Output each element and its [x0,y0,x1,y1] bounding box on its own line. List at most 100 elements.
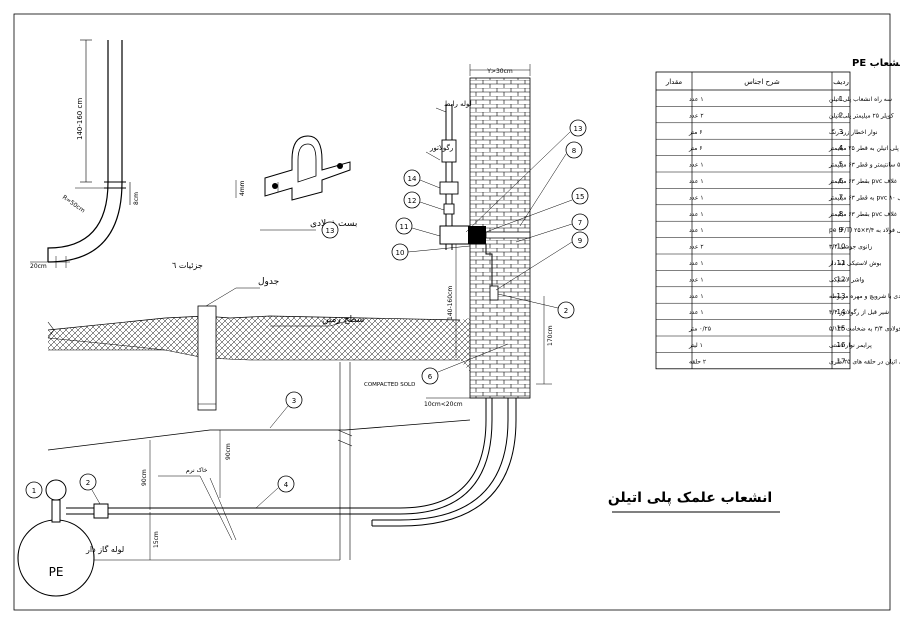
table-row: 17نوار نرم دستی پلی اتیلن در حلقه های ۲۵… [689,357,900,365]
callout-7: 7 [578,219,582,227]
row-number: 9 [839,226,843,234]
callout-10: 10 [396,249,405,257]
row-description: زانوی جوشی ۳/۴ [829,244,872,251]
row-quantity: ۱ عدد [689,162,704,169]
row-number: 11 [837,259,846,267]
row-description: کوپلر ۲۵ میلیمتر پلی اتیلن [829,112,894,119]
dim-140-160-detail: 140-160 cm [76,98,84,140]
regulator-label: رگولاتور [429,143,453,152]
steel-bracket: 4mm بست فولادی 13 [235,135,357,239]
table-row: 7زانوئی pvc ۸۰ به قطر ۶۳ میلیمتر ۱ عدد [689,193,900,201]
callout-14: 14 [408,175,417,183]
row-quantity: ۱ عدد [689,227,704,234]
row-quantity: ۱ عدد [689,293,704,300]
dim-15: 15cm [153,531,160,548]
table-row: 1سه راه انشعاب پلی اتیلن ۱ عدد [689,95,892,103]
row-description: پرایمر نوار دستی [829,342,872,349]
row-description: واشر لاستیکی [829,276,864,283]
row-quantity: ۲ حلقه [689,358,706,365]
row-quantity: ۰/۲۵ متر [688,326,711,333]
row-number: 7 [839,193,843,201]
dim-90b: 90cm [225,443,232,460]
table-row: 5غلاف pvc با خم ۵۰ سانتیمتر و قطر ۶۳ میل… [689,161,900,169]
row-quantity: ۲ عدد [689,112,704,119]
table-border [655,71,851,370]
drawing-frame [13,13,891,611]
table-title: فهرست مصالح انشعاب PE [852,58,900,69]
dim-y30: Y>30cm [486,68,513,75]
table-body: مقدار شرح اجناس ردیف 1سه راه انشعاب پلی اتی… [655,71,900,370]
row-quantity: ۶ متر [688,129,702,136]
row-quantity: ۶ متر [688,145,702,152]
row-description: زانوئی pvc ۸۰ به قطر ۶۳ میلیمتر [828,194,900,201]
row-quantity: ۱ عدد [689,178,704,185]
gas-pipe-label: لوله گاز دار [85,544,124,554]
row-description: لوله پلی اتیلن به قطر ۲۵ میلیمتر [828,145,900,152]
row-number: 17 [837,357,846,365]
header-desc: شرح اجناس [744,78,780,86]
row-quantity: ۱ عدد [689,96,704,103]
row-number: 13 [837,292,846,300]
dim-170: 170cm [547,325,554,346]
gas-main: لوله گاز دار PE 1 [17,479,124,597]
dim-8cm: 8cm [133,192,140,205]
row-description: شیر قبل از رگولاتور ۳/۴ [829,308,889,316]
dim-10-20: 10cm<20cm [424,401,463,408]
dim-90a: 90cm [141,469,148,486]
row-number: 1 [839,95,843,103]
callout-2-wall: 2 [564,307,568,315]
row-quantity: ۱ لیتر [688,342,703,349]
ground-section: جدول سطح زمین COMPACTED SOLD 3 خاک نرم 9… [47,277,471,561]
radius-label: R=50cm [61,194,86,215]
row-quantity: ۱ عدد [689,260,704,267]
dim-20cm: 20cm [30,263,47,270]
callout-6: 6 [428,373,433,381]
row-description: بست لوله ۳/۴ فولادی با شرویچ و مهره مربو… [829,293,900,300]
callout-1: 1 [32,487,36,495]
callout-11: 11 [400,223,409,231]
row-description: لوله فولادی ۳/۴ به ضخامت ۵/۱۳۳ [829,326,900,333]
table-row: 9اتصال فولاد به pe (F/T) ۲۵×۳/۴ ۱ عدد [689,226,900,234]
main-title-group: انشعاب علمک پلی اتیلن [608,490,780,513]
row-quantity: ۱ عدد [689,211,704,218]
pe-pipe: 2 4 [66,252,517,527]
row-number: 15 [837,325,846,333]
header-row: ردیف [833,78,849,86]
row-number: 14 [837,308,846,316]
bracket-dim: 4mm [239,180,246,196]
row-quantity: ۱ عدد [689,194,704,201]
callout-15: 15 [576,193,585,201]
riser-callouts: 13 8 15 7 9 2 14 12 11 10 6 [391,119,589,385]
header-qty: مقدار [665,78,683,86]
callout-13: 13 [574,125,583,133]
row-description: نوار نرم دستی پلی اتیلن در حلقه های ۲۵ م… [829,358,900,365]
row-description: غلاف pvc بقطر ۶۳ میلیمتر [828,211,897,218]
pe-label: PE [49,565,64,579]
row-description: سه راه انشعاب پلی اتیلن [829,96,892,103]
ground-surface-label: سطح زمین [322,315,364,325]
row-number: 4 [839,144,844,152]
row-description: بوش لاستیکی لبه دار [828,260,882,267]
detail-title: جزئیات ٦ [172,261,203,270]
riser-assembly: لوله رابط رگولاتور [425,100,531,301]
row-quantity: ۱ عدد [689,309,704,316]
callout-3: 3 [292,397,296,405]
row-quantity: ۱ عدد [689,276,704,283]
row-number: 8 [839,210,843,218]
table-row: 15لوله فولادی ۳/۴ به ضخامت ۵/۱۳۳ ۰/۲۵ متر [688,325,900,333]
callout-9: 9 [578,237,582,245]
materials-table: فهرست مصالح انشعاب PE مقدار شرح اجناس ردیف… [655,58,900,370]
row-number: 12 [837,275,846,283]
row-description: اتصال فولاد به pe (F/T) ۲۵×۳/۴ [829,227,900,234]
callout-8: 8 [572,147,576,155]
callout-2-coupler: 2 [86,479,90,487]
